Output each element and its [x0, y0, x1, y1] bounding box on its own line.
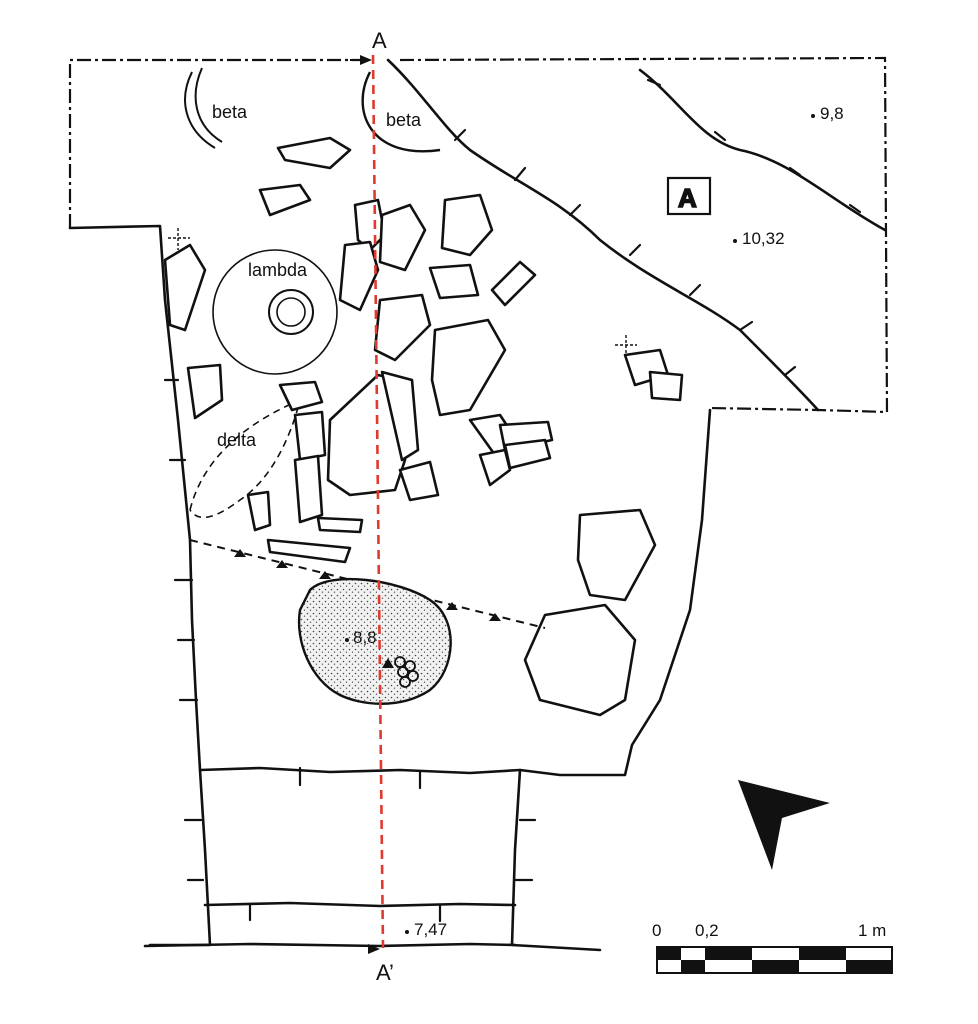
scale-tick-0: 0	[652, 921, 661, 940]
delta-feature	[189, 398, 302, 519]
elevation-point	[345, 638, 349, 642]
section-start-label: A	[372, 28, 387, 53]
lambda-inner-ring	[268, 289, 314, 335]
trench-floor-edge	[143, 942, 517, 948]
elevation-label: 7,47	[414, 920, 447, 939]
north-arrow-icon	[738, 780, 830, 870]
elevation-point	[811, 114, 815, 118]
hachures	[453, 78, 862, 377]
scale-bar	[656, 946, 893, 974]
section-line	[371, 54, 385, 949]
pit-marker-icon	[382, 658, 394, 668]
area-label: A	[678, 183, 697, 213]
beta-arc-right	[361, 71, 441, 153]
slope-line	[386, 58, 820, 412]
elevation-label: 8,8	[353, 628, 377, 647]
section-arrow-top-icon	[360, 55, 372, 65]
label-delta: delta	[217, 430, 257, 450]
elevation-point	[405, 930, 409, 934]
label-beta-left: beta	[212, 102, 248, 122]
scale-tick-end: 1 m	[858, 921, 886, 940]
trench-boundary-upper	[68, 56, 889, 414]
wall-ticks	[163, 378, 537, 923]
section-arrow-bottom-icon	[368, 944, 380, 954]
section-end-label: A’	[376, 960, 394, 985]
lambda-feature	[212, 249, 338, 375]
pit-feature	[297, 577, 452, 705]
scale-tick-02: 0,2	[695, 921, 719, 940]
beta-arc-left-inner	[194, 67, 223, 143]
area-label-box	[666, 176, 712, 216]
contour-line-upper	[638, 68, 887, 232]
trench-wall-left	[68, 224, 212, 947]
wall-course-lower	[198, 766, 522, 775]
lambda-inner-ring-2	[276, 297, 306, 327]
elevation-label: 9,8	[820, 104, 844, 123]
label-lambda: lambda	[248, 260, 308, 280]
label-beta-right: beta	[386, 110, 422, 130]
beta-arc-left	[184, 71, 216, 149]
elevation-label: 10,32	[742, 229, 785, 248]
trench-wall-right	[510, 408, 712, 952]
pit-finds-icon	[394, 656, 419, 688]
wall-course-bottom	[203, 901, 517, 908]
stones	[163, 136, 684, 717]
datum-cross	[168, 228, 637, 357]
elevation-point	[733, 239, 737, 243]
